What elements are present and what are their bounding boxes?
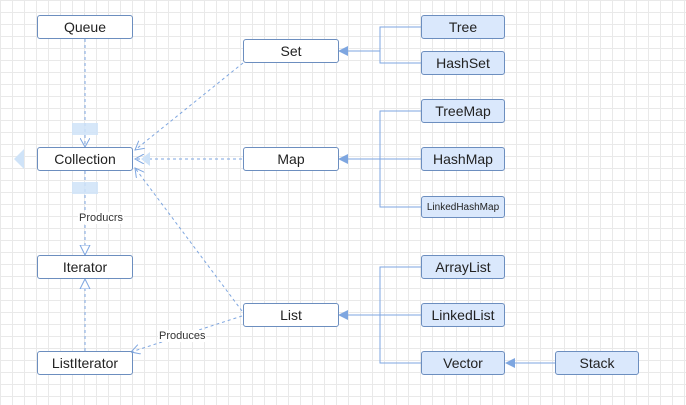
node-hashset[interactable]: HashSet bbox=[421, 51, 505, 75]
node-linkedlist[interactable]: LinkedList bbox=[421, 303, 505, 327]
selection-handle-top[interactable] bbox=[72, 123, 98, 135]
node-collection[interactable]: Collection bbox=[37, 147, 133, 171]
edge-arraylist-list[interactable] bbox=[379, 266, 421, 315]
edge-tree-set[interactable] bbox=[338, 26, 421, 56]
selection-arrow-icon[interactable] bbox=[14, 149, 24, 169]
node-iterator[interactable]: Iterator bbox=[37, 255, 133, 279]
node-listiterator[interactable]: ListIterator bbox=[37, 351, 133, 375]
node-list[interactable]: List bbox=[243, 303, 339, 327]
edge-list-collection[interactable] bbox=[135, 168, 243, 312]
node-set[interactable]: Set bbox=[243, 39, 339, 63]
node-queue[interactable]: Queue bbox=[37, 15, 133, 39]
node-hashmap[interactable]: HashMap bbox=[421, 147, 505, 171]
edge-vector-list[interactable] bbox=[379, 315, 421, 364]
edge-treemap-map[interactable] bbox=[379, 110, 421, 159]
edge-hashset-set[interactable] bbox=[379, 51, 421, 64]
edge-list-listiterator[interactable] bbox=[131, 315, 243, 352]
node-tree[interactable]: Tree bbox=[421, 15, 505, 39]
selection-handle-bottom[interactable] bbox=[72, 182, 98, 194]
node-stack[interactable]: Stack bbox=[555, 351, 639, 375]
node-vector[interactable]: Vector bbox=[421, 351, 505, 375]
node-treemap[interactable]: TreeMap bbox=[421, 99, 505, 123]
edge-set-collection[interactable] bbox=[135, 62, 244, 150]
selection-arrow-right-icon[interactable] bbox=[141, 152, 150, 166]
node-linkedhashmap[interactable]: LinkedHashMap bbox=[421, 196, 505, 218]
edge-label-producrs: Producrs bbox=[78, 212, 125, 224]
edge-label-produces: Produces bbox=[158, 330, 207, 342]
node-arraylist[interactable]: ArrayList bbox=[421, 255, 505, 279]
node-map[interactable]: Map bbox=[243, 147, 339, 171]
edge-linkedhashmap-map[interactable] bbox=[379, 159, 421, 208]
